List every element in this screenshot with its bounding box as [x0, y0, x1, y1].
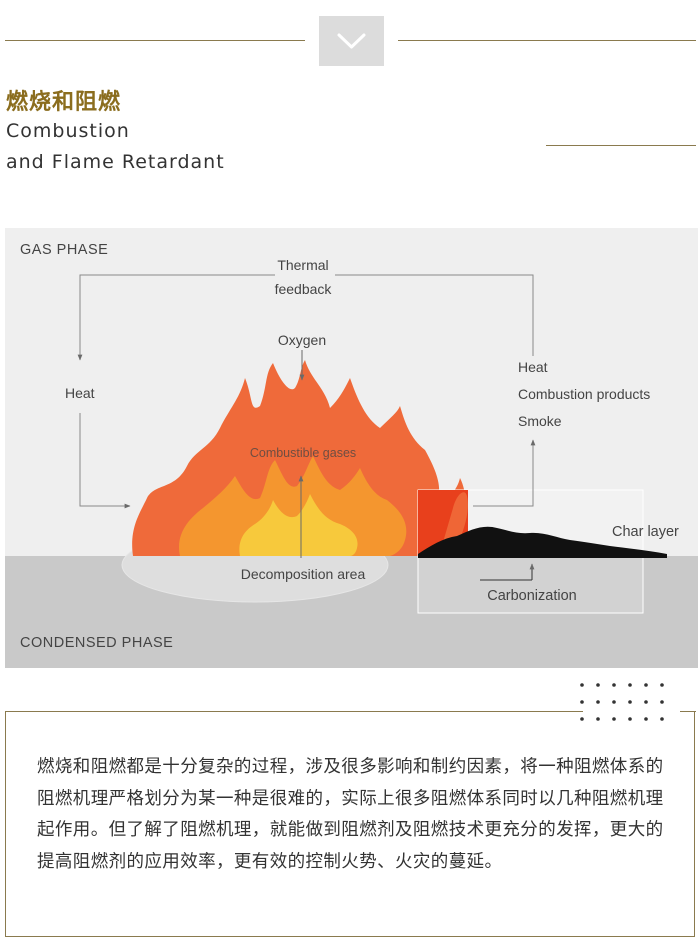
decorative-dots	[580, 683, 664, 721]
text-card-top-rule	[5, 711, 583, 712]
header-rule-left	[5, 40, 305, 41]
gas-phase-label: GAS PHASE	[20, 242, 108, 258]
section-title-en-line2: and Flame Retardant	[6, 151, 225, 173]
feedback-label: feedback	[275, 281, 333, 297]
oxygen-label: Oxygen	[278, 332, 326, 348]
thermal-feedback-left	[77, 274, 275, 361]
thermal-label: Thermal	[277, 257, 328, 273]
combustion-diagram: GAS PHASE CONDENSED PHASE Thermal feedba…	[5, 228, 698, 668]
char-layer-label: Char layer	[612, 524, 679, 540]
text-card	[5, 711, 695, 937]
char-shape	[418, 526, 667, 558]
smoke-label: Smoke	[518, 413, 562, 429]
section-title-cn: 燃烧和阻燃	[6, 90, 122, 115]
thermal-feedback-right	[335, 274, 534, 356]
decomposition-area-label: Decomposition area	[241, 566, 366, 582]
carbonization-label: Carbonization	[487, 588, 576, 604]
body-paragraph: 燃烧和阻燃都是十分复杂的过程，涉及很多影响和制约因素，将一种阻燃体系的阻燃机理严…	[37, 757, 664, 872]
expand-button[interactable]	[319, 16, 384, 66]
combustible-gases-label: Combustible gases	[250, 446, 356, 460]
section-title-en-line1: Combustion	[6, 120, 130, 142]
text-card-top-rule-right	[680, 711, 696, 712]
flame-inner	[239, 494, 358, 556]
header-rule-right	[398, 40, 696, 41]
title-rule-right	[546, 145, 696, 146]
heat-left-label: Heat	[65, 385, 95, 401]
heat-left-arrow	[79, 413, 131, 509]
combustion-products-label: Combustion products	[518, 386, 650, 402]
heat-out-line	[473, 496, 534, 507]
heat-right-label: Heat	[518, 359, 548, 375]
condensed-phase-label: CONDENSED PHASE	[20, 635, 173, 651]
chevron-down-icon	[337, 33, 366, 49]
